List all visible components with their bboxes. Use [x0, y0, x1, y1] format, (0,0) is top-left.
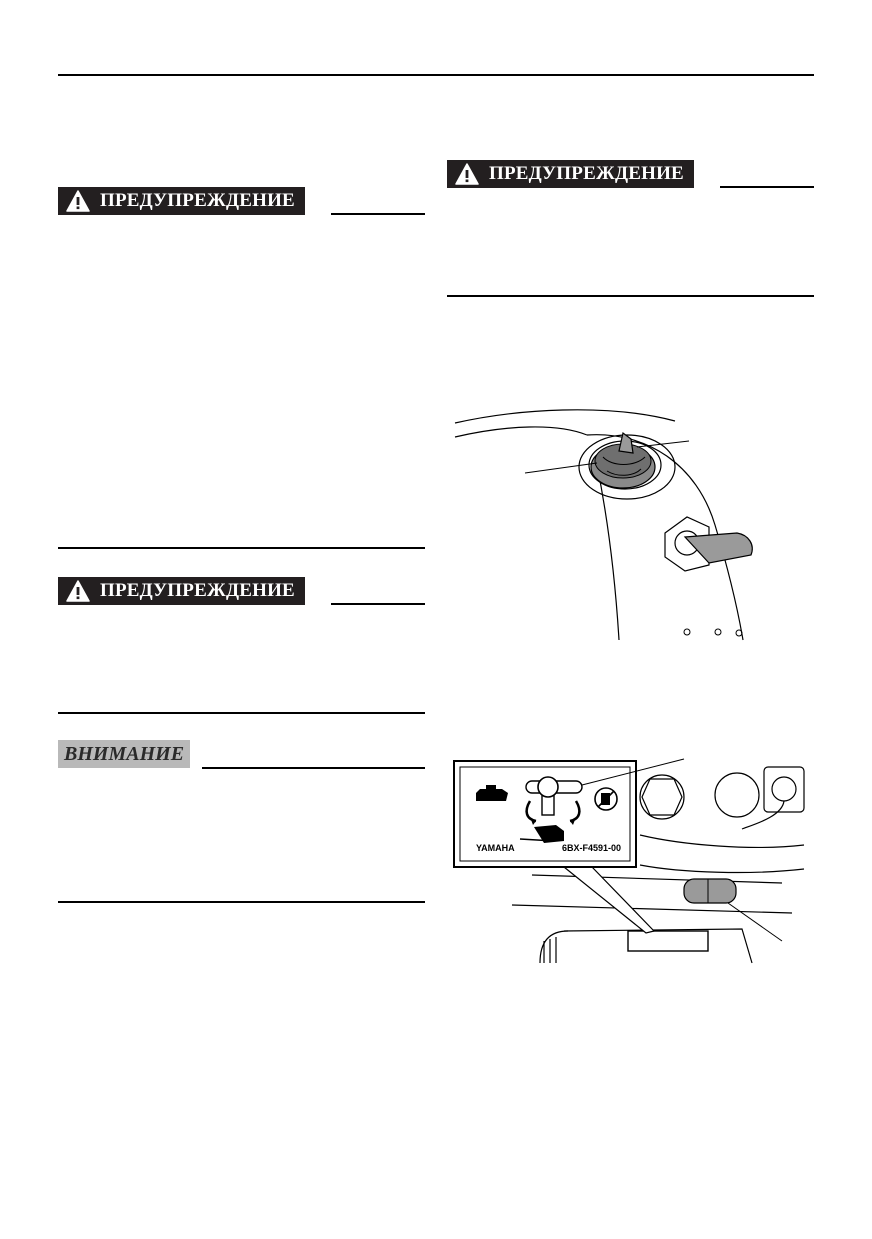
section-rule: [447, 295, 814, 297]
warning-tail-rule: [331, 213, 425, 215]
caution-banner: ВНИМАНИЕ: [58, 740, 191, 768]
warning-label: ПРЕДУПРЕЖДЕНИЕ: [489, 163, 684, 184]
label-brand: YAMAHA: [476, 843, 515, 853]
warning-icon: [66, 580, 90, 602]
fuel-tank-icon: [476, 785, 508, 801]
portable-tank-icon: [519, 825, 564, 843]
warning-banner-1: ПРЕДУПРЕЖДЕНИЕ: [58, 187, 305, 215]
section-rule: [58, 712, 425, 714]
fuel-cap: [590, 431, 656, 489]
header-rule: [58, 74, 814, 76]
fuel-cock: [683, 878, 737, 904]
section-rule: [58, 547, 425, 549]
fuel-cap-illustration: [454, 409, 753, 641]
warning-label: ПРЕДУПРЕЖДЕНИЕ: [100, 580, 295, 601]
valve-handle-icon: [525, 776, 583, 816]
caution-tail-rule: [202, 767, 425, 769]
fuel-cock-illustration: YAMAHA 6BX-F4591-00: [453, 758, 805, 964]
side-handle: [664, 516, 753, 572]
label-part-number: 6BX-F4591-00: [562, 843, 621, 853]
warning-icon: [455, 163, 479, 185]
warning-icon: [66, 190, 90, 212]
warning-tail-rule: [331, 603, 425, 605]
warning-tail-rule: [720, 186, 814, 188]
no-fuel-icon: [594, 787, 618, 811]
caution-label: ВНИМАНИЕ: [64, 742, 185, 765]
warning-banner-3: ПРЕДУПРЕЖДЕНИЕ: [447, 160, 694, 188]
warning-label: ПРЕДУПРЕЖДЕНИЕ: [100, 190, 295, 211]
warning-banner-2: ПРЕДУПРЕЖДЕНИЕ: [58, 577, 305, 605]
section-rule: [58, 901, 425, 903]
